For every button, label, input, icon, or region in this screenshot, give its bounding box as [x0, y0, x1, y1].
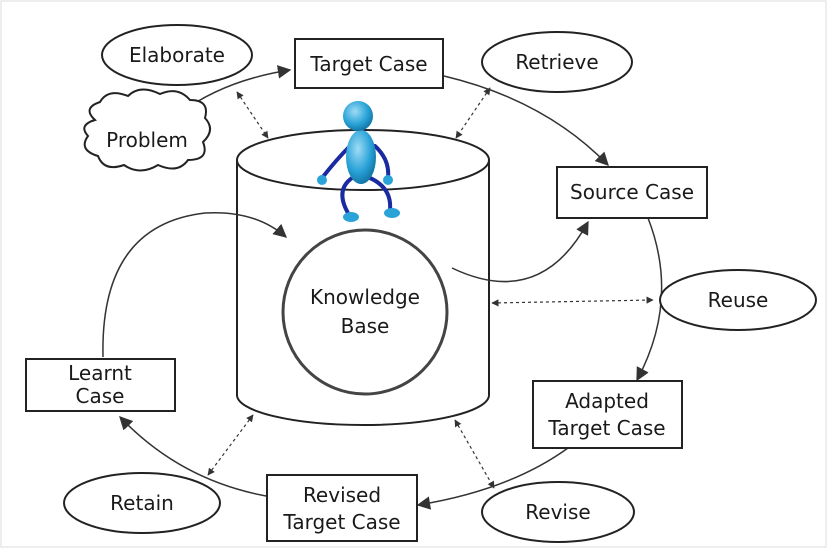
box-revised-label-line2: Target Case [282, 510, 400, 534]
step-elaborate-label: Elaborate [129, 43, 225, 67]
knowledge-base-circle: Knowledge Base [281, 228, 449, 396]
step-retrieve: Retrieve [481, 31, 633, 93]
box-learnt-case: Learnt Case [25, 358, 176, 412]
arrow-learnt-to-knowledge-base [102, 211, 288, 358]
arrow-adapted-to-revised [416, 447, 569, 510]
box-revised-target-case: Revised Target Case [266, 474, 418, 542]
knowledge-base-label-line1: Knowledge [310, 285, 420, 309]
step-revise: Revise [481, 481, 635, 543]
arrow-revised-to-learnt [119, 416, 267, 497]
arrow-source-to-adapted [636, 217, 663, 382]
problem-cloud: Problem [83, 88, 211, 172]
step-revise-label: Revise [525, 500, 590, 524]
box-adapted-label-line2: Target Case [547, 416, 665, 440]
box-source-case-label: Source Case [570, 180, 694, 204]
dotted-links [207, 87, 654, 489]
knowledge-base-label-line2: Base [341, 314, 390, 338]
box-learnt-label-line2: Case [76, 384, 125, 408]
sitting-person-icon [317, 101, 400, 222]
problem-cloud-label: Problem [106, 128, 188, 152]
box-adapted-target-case: Adapted Target Case [532, 380, 683, 449]
box-adapted-label-line1: Adapted [565, 389, 649, 413]
cycle-arrows [102, 65, 663, 510]
step-elaborate: Elaborate [101, 24, 253, 86]
box-target-case: Target Case [294, 38, 444, 89]
arrow-target-to-source [443, 75, 609, 166]
box-revised-label-line1: Revised [303, 483, 381, 507]
step-reuse: Reuse [659, 269, 817, 331]
step-retrieve-label: Retrieve [515, 50, 598, 74]
box-learnt-label-line1: Learnt [68, 361, 132, 385]
step-retain-label: Retain [110, 491, 174, 515]
step-reuse-label: Reuse [708, 288, 769, 312]
step-retain: Retain [63, 472, 221, 534]
arrow-knowledge-base-to-source [451, 220, 589, 283]
box-source-case: Source Case [556, 166, 708, 219]
box-target-case-label: Target Case [309, 52, 427, 76]
